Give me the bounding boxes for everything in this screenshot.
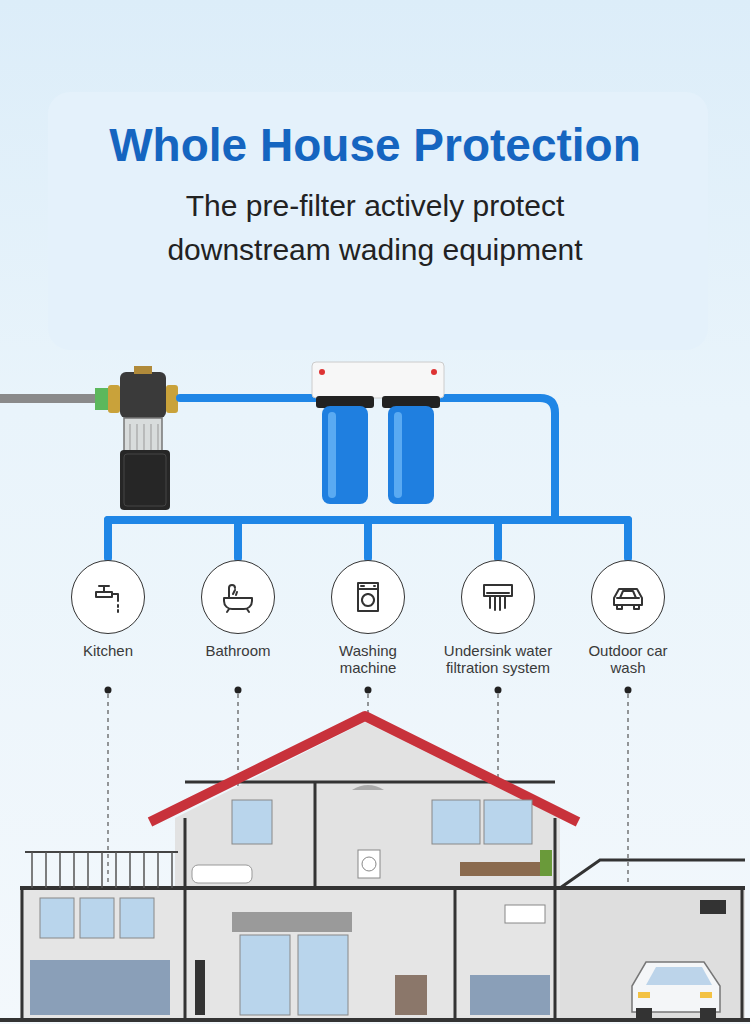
title: Whole House Protection bbox=[0, 118, 750, 172]
outlet-circle bbox=[461, 560, 535, 634]
twin-filter-housing bbox=[312, 362, 444, 504]
outlet-label: Outdoor car wash bbox=[580, 642, 676, 676]
subtitle: The pre-filter actively protect downstre… bbox=[115, 184, 635, 272]
outlet-label: Kitchen bbox=[38, 642, 178, 659]
outlet-circle bbox=[331, 560, 405, 634]
outlet-label: Washing machine bbox=[320, 642, 416, 676]
leader-dot bbox=[105, 687, 632, 694]
outlet-circle bbox=[71, 560, 145, 634]
outlet-icon bbox=[218, 577, 258, 617]
outlet-icon bbox=[348, 577, 388, 617]
outlet-node: Outdoor car wash bbox=[580, 560, 676, 676]
outlet-circle bbox=[591, 560, 665, 634]
outlet-node: Kitchen bbox=[38, 560, 178, 659]
outlet-label: Bathroom bbox=[168, 642, 308, 659]
inlet-pipe bbox=[0, 394, 100, 403]
outlet-node: Washing machine bbox=[320, 560, 416, 676]
outlet-icon bbox=[608, 577, 648, 617]
water-pipe bbox=[108, 398, 628, 558]
outlet-label: Undersink water filtration system bbox=[423, 642, 573, 676]
outlet-node: Bathroom bbox=[168, 560, 308, 659]
outlet-icon bbox=[88, 577, 128, 617]
outlet-circle bbox=[201, 560, 275, 634]
outlet-node: Undersink water filtration system bbox=[423, 560, 573, 676]
outlet-icon bbox=[478, 577, 518, 617]
house bbox=[0, 716, 750, 1020]
pre-filter bbox=[95, 366, 178, 510]
